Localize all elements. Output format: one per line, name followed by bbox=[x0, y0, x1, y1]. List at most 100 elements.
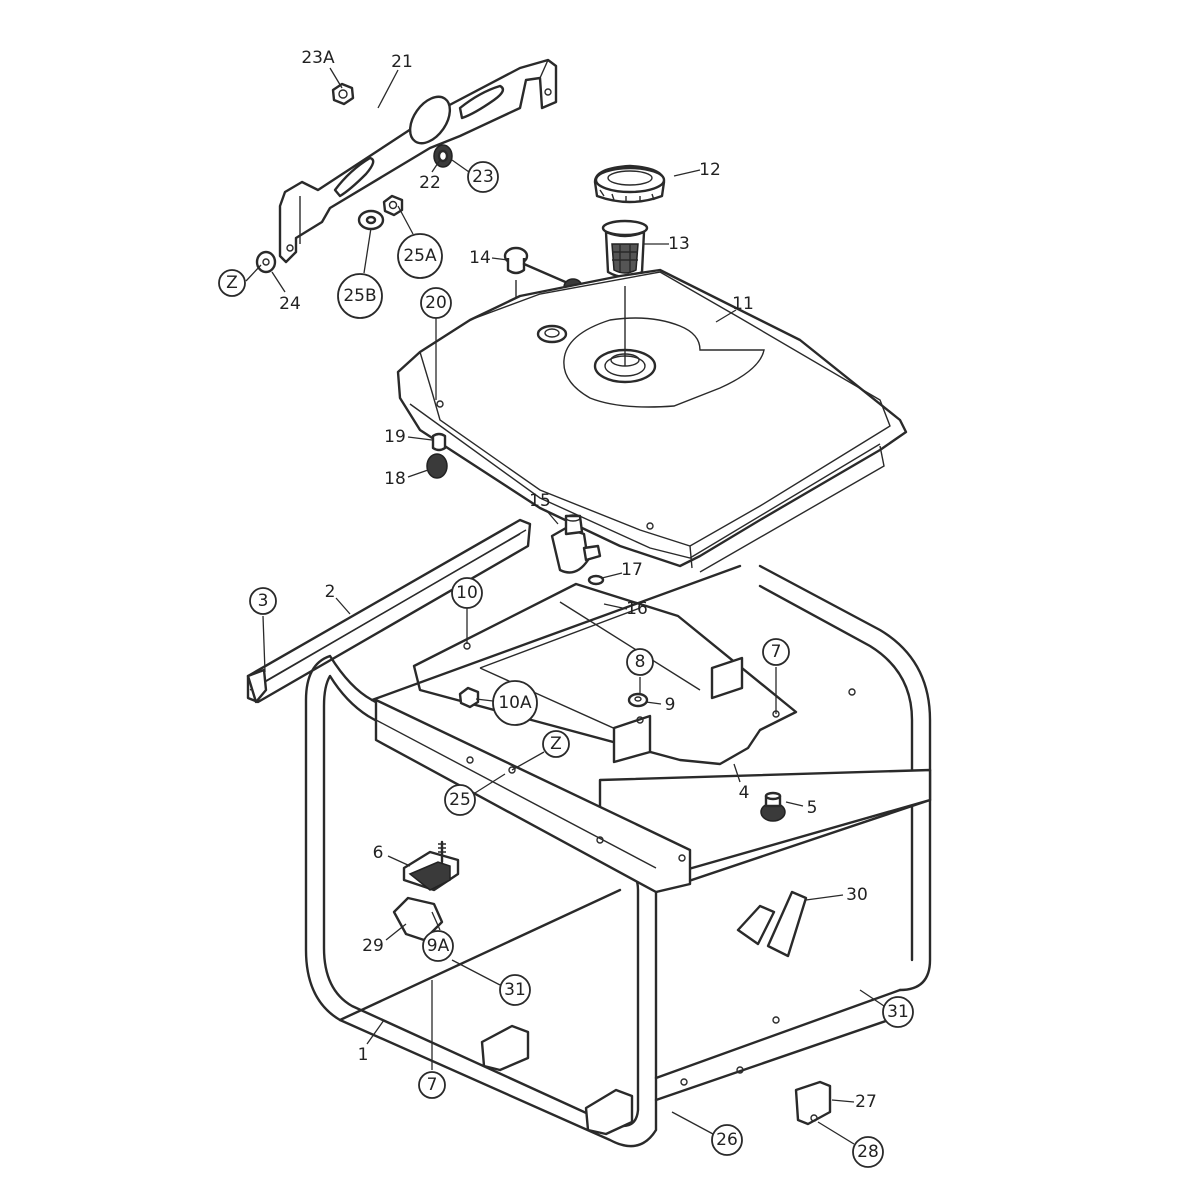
callout-20-circled: 20 bbox=[420, 287, 452, 400]
callout-text: 7 bbox=[427, 1075, 438, 1095]
leader-line bbox=[431, 159, 441, 173]
bracket-30 bbox=[736, 890, 808, 958]
leader-line bbox=[673, 169, 701, 177]
callout-z-circled: Z bbox=[218, 264, 262, 297]
leader-line bbox=[645, 701, 662, 705]
callout-7-circled: 7 bbox=[762, 638, 790, 714]
callout-circle bbox=[499, 974, 531, 1006]
callout-1: 1 bbox=[358, 1019, 385, 1065]
leader-line bbox=[475, 698, 494, 702]
callout-text: 27 bbox=[855, 1092, 877, 1112]
callout-15: 15 bbox=[529, 491, 559, 525]
bracket-29 bbox=[392, 896, 444, 942]
callout-22: 22 bbox=[419, 159, 441, 193]
callout-23a: 23A bbox=[301, 48, 343, 89]
grommet-22 bbox=[433, 144, 453, 168]
engine-base bbox=[412, 582, 798, 766]
callout-text: 10A bbox=[498, 693, 532, 713]
leader-line bbox=[733, 763, 741, 783]
spacer-19 bbox=[431, 432, 447, 452]
callout-circle bbox=[444, 784, 476, 816]
tank-bracket bbox=[278, 58, 558, 264]
leader-line bbox=[474, 773, 506, 794]
leader-line bbox=[511, 751, 545, 771]
callout-text: 19 bbox=[384, 427, 406, 447]
callout-circle bbox=[467, 161, 499, 193]
fuel-cap bbox=[593, 164, 666, 204]
callout-text: 11 bbox=[732, 294, 754, 314]
leader-line bbox=[785, 801, 804, 807]
leader-line bbox=[377, 69, 399, 109]
mount-rubber-5 bbox=[760, 791, 786, 822]
callout-text: 28 bbox=[857, 1142, 879, 1162]
callout-z-circled: Z bbox=[511, 730, 570, 771]
callout-2: 2 bbox=[325, 582, 351, 615]
washer-25b bbox=[357, 209, 385, 231]
callout-text: 5 bbox=[807, 798, 818, 818]
callout-text: 12 bbox=[699, 160, 721, 180]
leader-line bbox=[407, 436, 433, 441]
callout-text: Z bbox=[550, 734, 562, 754]
fuel-cock bbox=[550, 514, 602, 574]
callout-circle bbox=[852, 1136, 884, 1168]
callout-circle bbox=[418, 1071, 446, 1099]
callout-5: 5 bbox=[785, 798, 818, 818]
callout-circle bbox=[711, 1124, 743, 1156]
fuel-strainer bbox=[601, 219, 649, 279]
callout-3-circled: 3 bbox=[249, 587, 277, 673]
callout-31-circled: 31 bbox=[451, 959, 531, 1006]
callout-text: 16 bbox=[626, 599, 648, 619]
mount-rubber-6 bbox=[402, 840, 460, 892]
callout-circle bbox=[626, 648, 654, 676]
callout-9a-circled: 9A bbox=[422, 911, 454, 962]
callout-9: 9 bbox=[645, 695, 676, 715]
callout-circle bbox=[249, 587, 277, 615]
callout-text: 9 bbox=[665, 695, 676, 715]
callout-text: 1 bbox=[358, 1045, 369, 1065]
callout-text: 8 bbox=[635, 652, 646, 672]
leader-line bbox=[491, 257, 509, 261]
leader-line bbox=[262, 615, 266, 673]
nut-23a bbox=[331, 82, 355, 106]
leader-line bbox=[601, 572, 623, 579]
callout-28-circled: 28 bbox=[817, 1121, 884, 1168]
callout-16: 16 bbox=[603, 599, 648, 619]
callout-circle bbox=[542, 730, 570, 758]
fuel-tank bbox=[396, 268, 908, 573]
leader-line bbox=[451, 159, 470, 173]
callout-24: 24 bbox=[271, 271, 301, 314]
leader-line bbox=[245, 264, 262, 282]
leader-line bbox=[385, 923, 407, 941]
callout-text: 25 bbox=[449, 790, 471, 810]
callout-text: 31 bbox=[887, 1002, 909, 1022]
leader-line bbox=[451, 959, 501, 986]
callout-27: 27 bbox=[831, 1092, 877, 1112]
callout-circle bbox=[337, 273, 383, 319]
callout-17: 17 bbox=[601, 560, 643, 580]
callout-text: 25B bbox=[343, 286, 376, 306]
leader-line bbox=[271, 271, 286, 293]
callout-text: 4 bbox=[739, 783, 750, 803]
leader-line bbox=[407, 469, 429, 478]
callout-25-circled: 25 bbox=[444, 773, 506, 816]
callout-text: 21 bbox=[391, 52, 413, 72]
callout-text: 29 bbox=[362, 936, 384, 956]
callout-text: 23A bbox=[301, 48, 335, 68]
callout-23-circled: 23 bbox=[451, 159, 499, 193]
side-rail bbox=[246, 518, 532, 704]
callout-circle bbox=[422, 930, 454, 962]
callout-14: 14 bbox=[469, 248, 509, 268]
callout-6: 6 bbox=[373, 843, 411, 867]
bracket-27 bbox=[794, 1080, 832, 1126]
washer-9 bbox=[627, 692, 649, 708]
callout-text: Z bbox=[226, 273, 238, 293]
callout-circle bbox=[451, 577, 483, 609]
callout-text: 17 bbox=[621, 560, 643, 580]
callout-10a-circled: 10A bbox=[475, 680, 538, 726]
callout-text: 18 bbox=[384, 469, 406, 489]
callout-19: 19 bbox=[384, 427, 433, 447]
callout-4: 4 bbox=[733, 763, 750, 803]
main-frame bbox=[304, 564, 932, 1148]
